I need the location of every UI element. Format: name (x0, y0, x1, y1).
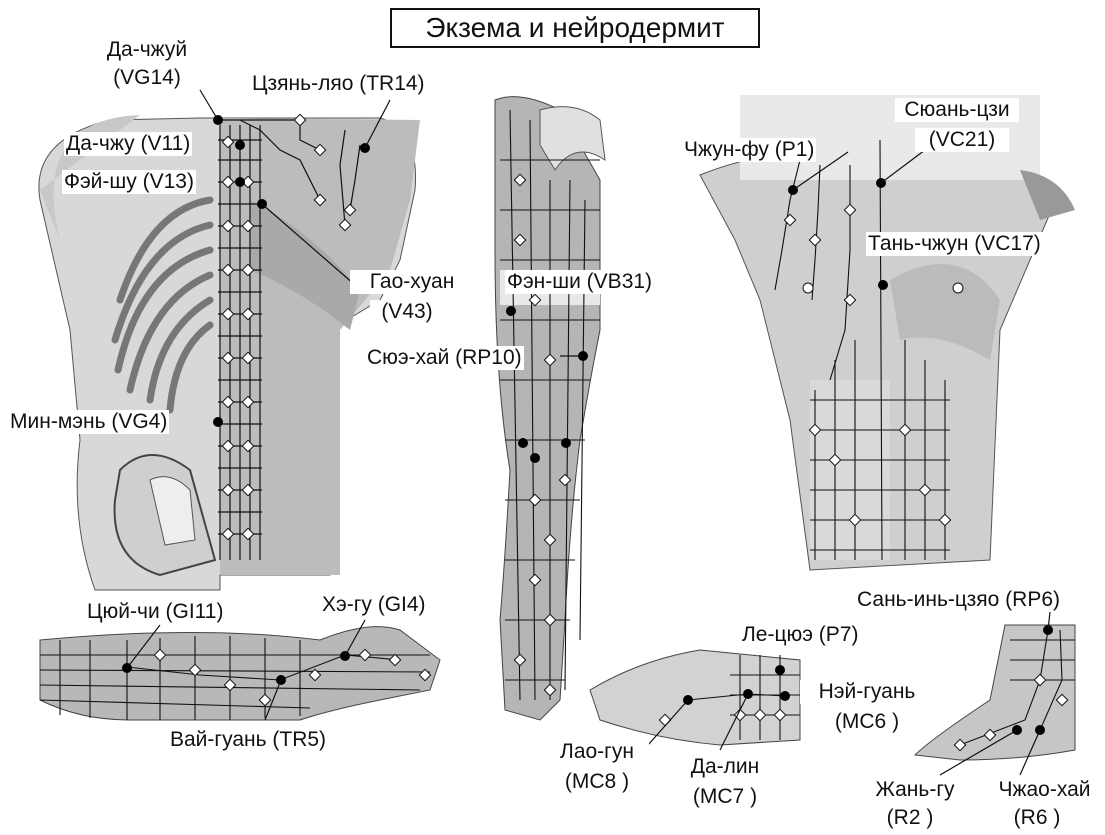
label-rp10: Сюэ-хай (RP10) (365, 346, 524, 370)
label-r6-name: Чжао-хай (985, 778, 1104, 802)
label-vc21-name: Сюань-цзи (895, 98, 1019, 122)
foot-figure (915, 612, 1075, 775)
label-mc6-code: (MC6 ) (815, 710, 919, 734)
label-tr5: Вай-гуань (TR5) (168, 728, 328, 752)
label-rp6: Сань-инь-цзяо (RP6) (855, 588, 1062, 612)
label-mc7-code: (MC7 ) (678, 785, 772, 809)
label-gi11: Цюй-чи (GI11) (85, 600, 225, 624)
label-mc8-code: (MC8 ) (545, 770, 649, 794)
label-r6-code: (R6 ) (995, 806, 1079, 830)
label-p7: Ле-цюэ (P7) (740, 623, 860, 647)
label-v11: Да-чжу (V11) (64, 132, 192, 156)
label-v43-name: Гао-хуан (350, 270, 474, 294)
label-r2-name: Жань-гу (858, 778, 972, 802)
hand-figure (590, 650, 800, 750)
chest-figure (700, 95, 1075, 570)
label-mc6-name: Нэй-гуань (800, 680, 934, 704)
label-vg4: Мин-мэнь (VG4) (8, 410, 169, 434)
label-v43-code: (V43) (370, 300, 444, 324)
forearm-figure (40, 620, 440, 720)
label-mc8-name: Лао-гун (545, 740, 649, 764)
label-vb31: Фэн-ши (VB31) (505, 270, 654, 294)
label-gi4: Хэ-гу (GI4) (320, 593, 428, 617)
label-vc17: Тань-чжун (VC17) (866, 232, 1043, 256)
label-vg14-name: Да-чжуй (95, 38, 199, 62)
label-tr14: Цзянь-ляо (TR14) (250, 72, 427, 96)
label-v13: Фэй-шу (V13) (62, 170, 196, 194)
label-p1: Чжун-фу (P1) (682, 138, 816, 162)
label-vg14-code: (VG14) (100, 66, 194, 90)
label-r2-code: (R2 ) (868, 806, 952, 830)
diagram-title: Экзема и нейродермит (390, 8, 760, 48)
back-figure (39, 90, 420, 590)
label-mc7-name: Да-лин (678, 755, 772, 779)
leg-figure (495, 97, 605, 720)
label-vc21-code: (VC21) (915, 128, 1009, 152)
